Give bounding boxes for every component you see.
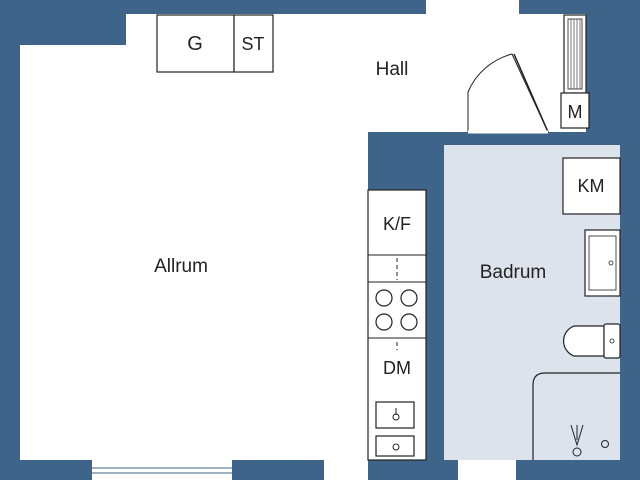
washing-machine-box	[562, 157, 621, 215]
storage-box	[233, 14, 274, 73]
window-bottom-left	[92, 460, 232, 480]
shower	[532, 372, 620, 460]
meter-box	[560, 92, 590, 129]
meter-label: M	[568, 102, 583, 122]
toilet	[562, 323, 621, 359]
room-label-badrum: Badrum	[480, 262, 547, 283]
room-label-allrum: Allrum	[154, 256, 208, 277]
entrance-opening	[426, 0, 519, 14]
freezer-label: G	[187, 33, 203, 55]
fridge-freezer-label: K/F	[383, 214, 411, 234]
room-label-hall: Hall	[376, 59, 409, 80]
radiator	[563, 14, 587, 94]
window-bottom-right	[458, 460, 516, 480]
freezer-box	[156, 14, 235, 73]
bathroom-sink	[584, 229, 621, 297]
bathroom-door	[467, 53, 549, 134]
storage-label: ST	[241, 34, 264, 54]
dishwasher-label: DM	[383, 358, 411, 378]
stove	[375, 289, 418, 331]
kitchen-sink	[375, 401, 415, 457]
washing-machine-label: KM	[578, 176, 605, 196]
window-bottom-middle	[324, 460, 368, 480]
floor-allrum-hall	[20, 0, 586, 460]
